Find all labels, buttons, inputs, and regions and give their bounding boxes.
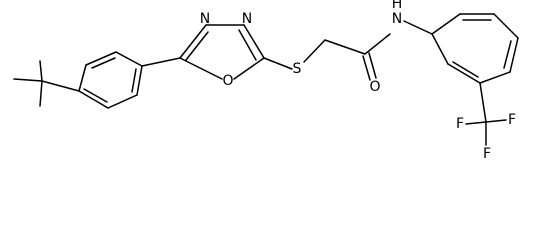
bond-ring2-e (479, 71, 511, 84)
bond-tbutyl-methyl-left (13, 78, 43, 82)
bond-ring1-double-1 (91, 57, 116, 69)
atom-label-n2: N (242, 11, 252, 27)
benzene-ring-right (431, 13, 519, 84)
bond-ring1-d (136, 65, 143, 96)
bond-tbutyl-methyl-top (39, 60, 43, 82)
atom-label-f3: F (483, 146, 491, 162)
bond-benzene-to-oxadiazole (141, 57, 181, 67)
bond-c2-n1-double-outer (179, 24, 207, 59)
bond-s-ch2 (303, 39, 326, 63)
bond-c5-s (263, 57, 293, 70)
bond-c2-n1-double-inner (185, 31, 209, 61)
tert-butyl-group (13, 60, 80, 107)
atom-label-nh-h: H (392, 0, 403, 12)
bond-tbutyl-methyl-bottom (39, 80, 43, 107)
bond-ring2-double-2 (503, 40, 512, 69)
atom-label-s: S (293, 61, 302, 77)
bond-ring-to-cf3 (479, 82, 487, 123)
atom-label-f2: F (508, 112, 516, 128)
bond-tbutyl-to-ring (41, 80, 80, 92)
atom-label-o-carbonyl: O (369, 79, 380, 95)
bond-n2-c5-double-outer (243, 24, 265, 59)
bond-carbonyl-nh (364, 33, 391, 55)
bond-ring2-double-3 (452, 61, 479, 78)
bond-ring1-double-2 (131, 68, 137, 93)
bond-ring2-d (509, 37, 519, 73)
bond-ring1-a (78, 64, 87, 92)
thioacetamide-chain (263, 20, 433, 81)
oxadiazole-ring (179, 24, 265, 80)
bond-carbonyl-double-b (368, 52, 377, 79)
bond-ring1-b (85, 51, 117, 66)
bond-c-f-right (485, 119, 507, 123)
atom-labels: N N O S O N H F F F (200, 0, 516, 162)
bond-o-c2 (179, 57, 223, 80)
bond-ring1-c (115, 51, 143, 67)
atom-label-n1: N (200, 11, 210, 27)
atom-label-o-ring: O (222, 73, 233, 89)
bond-c5-o (233, 57, 265, 80)
bond-ring2-g (431, 33, 449, 65)
bond-ring1-f (78, 90, 109, 109)
atom-label-nh-n: N (392, 11, 402, 27)
trifluoromethyl-group (465, 82, 507, 146)
bond-ring1-e (107, 94, 138, 109)
molecular-structure-diagram: N N O S O N H F F F (13, 0, 519, 162)
atom-label-f1: F (456, 116, 464, 132)
bond-c-f-left (465, 121, 487, 125)
bond-n2-c5-double-inner (238, 29, 257, 61)
bond-ring2-c (493, 13, 519, 39)
bond-ring2-f (447, 63, 481, 84)
bond-carbonyl-double-a (362, 55, 371, 81)
benzene-ring-left (78, 51, 143, 109)
bond-ring1-double-3 (83, 88, 108, 103)
bond-ch2-carbonyl (324, 39, 366, 55)
bond-ring2-a (431, 13, 461, 35)
bond-nh-ring (403, 20, 433, 35)
